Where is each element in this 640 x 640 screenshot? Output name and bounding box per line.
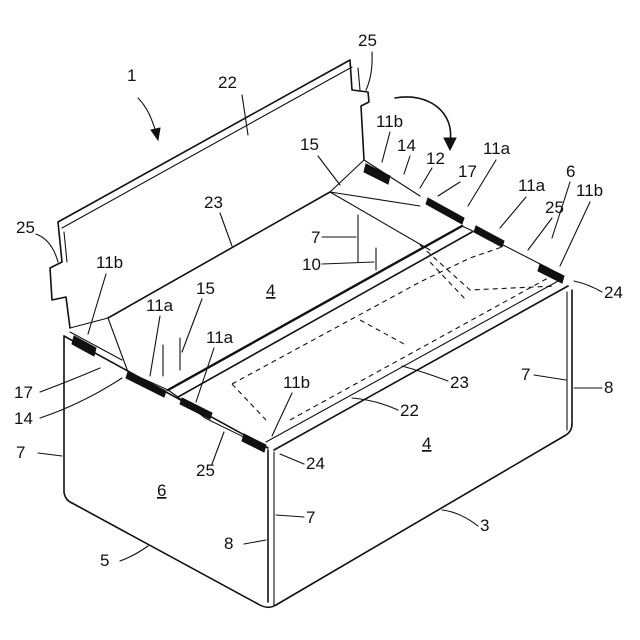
leader-line bbox=[528, 218, 552, 250]
leader-line bbox=[150, 316, 160, 376]
ref-numeral: 11a bbox=[518, 176, 546, 195]
hidden-line-flap bbox=[232, 246, 505, 384]
reference-numerals: 1 22 25 11b 14 12 17 11a 11a 6 11b 25 24… bbox=[14, 31, 623, 570]
tab-11b-right-back bbox=[364, 164, 390, 184]
leader-line bbox=[442, 510, 478, 526]
central-partition-band bbox=[128, 226, 505, 397]
ref-numeral: 22 bbox=[218, 73, 237, 92]
left-end-flap-edge bbox=[108, 318, 128, 372]
leader-line bbox=[120, 546, 148, 561]
ref-numeral: 12 bbox=[426, 149, 445, 168]
leader-line bbox=[322, 262, 374, 264]
ref-numeral-underlined: 4 bbox=[266, 281, 275, 300]
leader-line bbox=[196, 348, 214, 402]
ref-numeral: 3 bbox=[480, 516, 489, 535]
ref-numeral-underlined: 6 bbox=[157, 481, 166, 500]
leader-line bbox=[182, 299, 202, 352]
ref-numeral: 25 bbox=[545, 198, 564, 217]
partition-band-edge-b bbox=[178, 232, 472, 397]
leader-line bbox=[402, 366, 448, 381]
ref-numeral: 11a bbox=[483, 139, 511, 158]
ref-numeral: 5 bbox=[100, 551, 109, 570]
leader-line bbox=[38, 453, 62, 456]
ref-numeral: 10 bbox=[302, 255, 321, 274]
leader-line bbox=[438, 182, 460, 196]
ref-numeral: 14 bbox=[14, 409, 33, 428]
fold-direction-arrowhead bbox=[444, 138, 456, 150]
leader-line bbox=[280, 454, 304, 464]
ref-numeral: 7 bbox=[311, 228, 320, 247]
tab-11b-left-front bbox=[242, 434, 266, 452]
left-end-vertical-edge bbox=[64, 336, 72, 503]
ref-numeral: 8 bbox=[224, 534, 233, 553]
leader-line bbox=[352, 398, 398, 410]
leader-line bbox=[534, 375, 566, 380]
ref-numeral: 17 bbox=[458, 162, 477, 181]
leader-line bbox=[40, 378, 122, 418]
ref-numeral: 24 bbox=[306, 454, 325, 473]
left-flap-crease bbox=[163, 338, 180, 376]
back-wall-bottom-line bbox=[330, 192, 430, 250]
hidden-line-panel bbox=[232, 278, 548, 420]
ref-numeral: 11a bbox=[206, 328, 234, 347]
tab-11a-right-1 bbox=[426, 198, 464, 224]
leader-line bbox=[212, 432, 224, 464]
ref-numeral: 23 bbox=[450, 373, 469, 392]
partition-band-edge-a bbox=[168, 226, 462, 390]
assembly-pointer-arrow bbox=[138, 98, 156, 132]
ref-numeral: 25 bbox=[196, 461, 215, 480]
ref-numeral-underlined: 4 bbox=[422, 434, 431, 453]
leader-line bbox=[420, 168, 432, 188]
leader-line bbox=[88, 274, 106, 334]
leader-line bbox=[242, 95, 248, 135]
tab-11a-right-2 bbox=[474, 226, 504, 247]
leader-line bbox=[500, 197, 526, 228]
ref-numeral: 7 bbox=[16, 443, 25, 462]
leader-line bbox=[366, 52, 372, 90]
leader-line bbox=[40, 368, 100, 392]
tab-11a-left-1 bbox=[126, 372, 166, 397]
ref-numeral: 11a bbox=[146, 296, 174, 315]
ref-numeral: 7 bbox=[521, 365, 530, 384]
leader-line bbox=[220, 213, 232, 246]
box-body bbox=[64, 280, 572, 607]
ref-numeral: 11b bbox=[376, 112, 403, 131]
ref-numeral: 7 bbox=[306, 508, 315, 527]
ref-numeral: 1 bbox=[127, 66, 136, 85]
ref-numeral: 24 bbox=[604, 283, 623, 302]
ref-numeral: 14 bbox=[397, 136, 416, 155]
ref-numeral: 23 bbox=[204, 193, 223, 212]
leader-line bbox=[36, 234, 58, 262]
ref-numeral: 22 bbox=[400, 401, 419, 420]
leader-line bbox=[404, 156, 410, 174]
leader-line bbox=[318, 156, 340, 185]
ref-numeral: 8 bbox=[604, 378, 613, 397]
ref-numeral: 6 bbox=[566, 162, 575, 181]
ref-numeral: 25 bbox=[358, 31, 377, 50]
ref-numeral: 15 bbox=[300, 135, 319, 154]
leader-line bbox=[244, 540, 266, 544]
leader-line bbox=[560, 202, 590, 266]
ref-numeral: 25 bbox=[16, 218, 35, 237]
tab-11b-right-front bbox=[538, 264, 564, 283]
leader-line bbox=[382, 132, 390, 162]
ref-numeral: 17 bbox=[14, 383, 33, 402]
ref-numeral: 15 bbox=[196, 279, 215, 298]
ref-numeral: 11b bbox=[576, 181, 603, 200]
assembly-pointer-arrowhead bbox=[151, 128, 160, 140]
closed-lid-panel bbox=[178, 245, 555, 420]
ref-numeral: 11b bbox=[283, 373, 310, 392]
leader-line bbox=[574, 281, 602, 292]
hidden-line-diagonal bbox=[420, 245, 555, 290]
leader-line bbox=[276, 515, 304, 517]
ref-numeral: 11b bbox=[96, 253, 123, 272]
